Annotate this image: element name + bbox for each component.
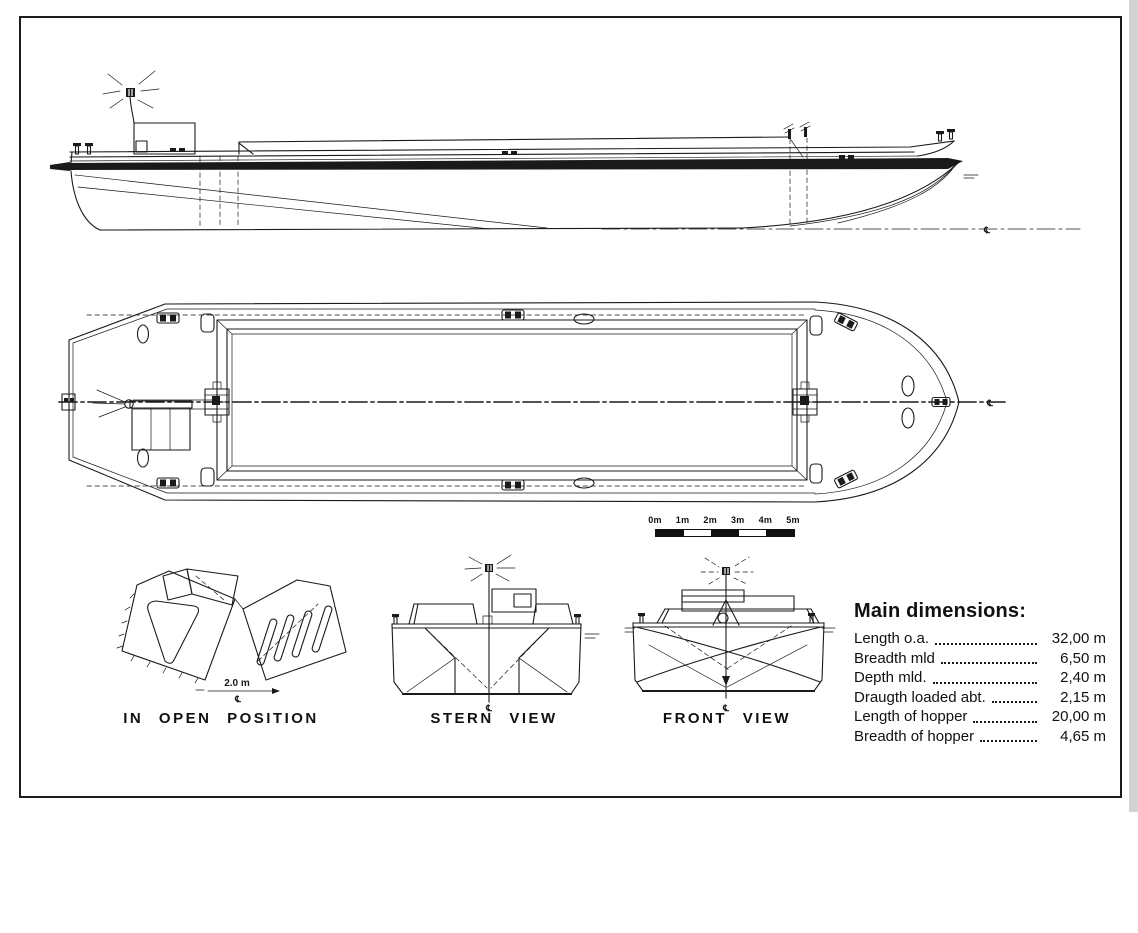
- dimension-value: 32,00 m: [1051, 630, 1106, 647]
- plan-centerline: ℄: [58, 398, 1010, 408]
- stern-waterline-marks: [584, 633, 600, 639]
- dimension-label: Breadth of hopper: [854, 727, 975, 745]
- scale-tick: 3m: [730, 515, 745, 525]
- front-centerline-mark: ℄: [722, 703, 729, 713]
- dimension-row: Draugth loaded abt. 2,15 m: [854, 688, 1106, 708]
- dimension-row: Depth mld. 2,40 m: [854, 668, 1106, 688]
- dimension-value: 20,00 m: [1051, 708, 1106, 725]
- dimension-value: 6,50 m: [1060, 649, 1106, 667]
- bow-bollards: [936, 129, 955, 142]
- stern-hull: [391, 623, 582, 695]
- stern-view-label: STERN VIEW: [430, 710, 558, 727]
- scan-edge-shadow: [1129, 0, 1138, 812]
- scale-tick: 4m: [758, 515, 773, 525]
- stern-bollards: [73, 143, 93, 155]
- dimension-label: Length of hopper: [854, 708, 968, 725]
- stern-bulwarks: [408, 603, 574, 625]
- baseline-mark: ℄: [983, 225, 990, 235]
- front-deck-bollards: [638, 613, 815, 624]
- dot-leader: [940, 662, 1037, 664]
- open-centerline-mark: ℄: [234, 694, 241, 704]
- dot-leader: [991, 701, 1037, 703]
- deck-lines: [69, 140, 955, 162]
- dot-leader: [980, 740, 1037, 742]
- dot-leader: [973, 720, 1037, 723]
- stern-centerline-mark: ℄: [485, 703, 492, 713]
- scale-tick: 2m: [703, 515, 717, 525]
- dimension-label: Draugth loaded abt.: [854, 688, 986, 706]
- scale-tick: 5m: [786, 515, 800, 525]
- dimension-label: Depth mld.: [854, 669, 927, 686]
- dot-leader: [935, 642, 1037, 645]
- open-dimension-value: 2.0 m: [224, 678, 250, 689]
- open-position-label: IN OPEN POSITION: [123, 710, 319, 727]
- open-position-drawing: 2.0 m ℄: [116, 568, 347, 704]
- front-hull: [632, 622, 825, 692]
- deck-hatches: [136, 313, 915, 489]
- plan-bollards: [156, 309, 951, 491]
- dimension-row: Breadth of hopper 4,65 m: [854, 727, 1106, 747]
- dot-leader: [932, 681, 1037, 684]
- drawing-frame: ℄ ℄: [19, 16, 1122, 798]
- plan-view-drawing: ℄: [58, 301, 1010, 503]
- stern-fender: [50, 162, 70, 171]
- stern-mast-light-icon: [464, 554, 516, 703]
- open-right-half: [234, 579, 347, 681]
- front-waterline-marks: [624, 627, 836, 633]
- dimension-label: Breadth mld: [854, 649, 935, 667]
- towing-fitting: [61, 389, 218, 418]
- open-dimension: 2.0 m ℄: [195, 678, 280, 704]
- dimension-row: Breadth mld 6,50 m: [854, 649, 1106, 669]
- deckhouse: [133, 122, 196, 155]
- open-coaming: [162, 568, 239, 606]
- front-view-label: FRONT VIEW: [662, 710, 792, 727]
- dimension-value: 2,40 m: [1060, 669, 1106, 686]
- dimension-label: Length o.a.: [854, 630, 930, 647]
- deck-cleats: [170, 148, 854, 159]
- scale-tick: 0m: [648, 515, 662, 525]
- stern-deckhouse: [491, 588, 537, 613]
- stern-deck-bollards: [392, 614, 581, 625]
- waterline-band: [68, 158, 963, 170]
- hopper-coaming: [199, 121, 811, 228]
- baseline: ℄: [601, 174, 1081, 235]
- front-view-drawing: ℄: [624, 556, 836, 713]
- side-elevation-drawing: ℄: [50, 70, 1081, 235]
- scale-bar: [655, 529, 795, 537]
- plan-deckhouse: [129, 400, 193, 451]
- main-dimensions-title: Main dimensions:: [854, 600, 1027, 622]
- front-deckhouse: [681, 589, 795, 612]
- dimension-value: 2,15 m: [1060, 688, 1106, 706]
- hull-lines: [70, 151, 959, 231]
- plan-centerline-mark: ℄: [986, 398, 993, 408]
- hopper-opening: [216, 319, 808, 481]
- fore-hinge: [792, 381, 818, 423]
- dimension-row: Length o.a. 32,00 m: [854, 629, 1106, 649]
- stern-view-drawing: ℄: [391, 554, 600, 713]
- open-left-half: [116, 570, 236, 684]
- scale-tick: 1m: [675, 515, 690, 525]
- scale-bar-labels: 0m 1m 2m 3m 4m 5m: [648, 515, 799, 527]
- dimension-row: Length of hopper 20,00 m: [854, 707, 1106, 727]
- dimension-value: 4,65 m: [1060, 727, 1106, 745]
- mast-light-icon: [102, 70, 160, 124]
- main-dimensions-panel: Main dimensions: Length o.a. 32,00 m Bre…: [854, 600, 1106, 746]
- fairlead-chocks: [200, 313, 823, 487]
